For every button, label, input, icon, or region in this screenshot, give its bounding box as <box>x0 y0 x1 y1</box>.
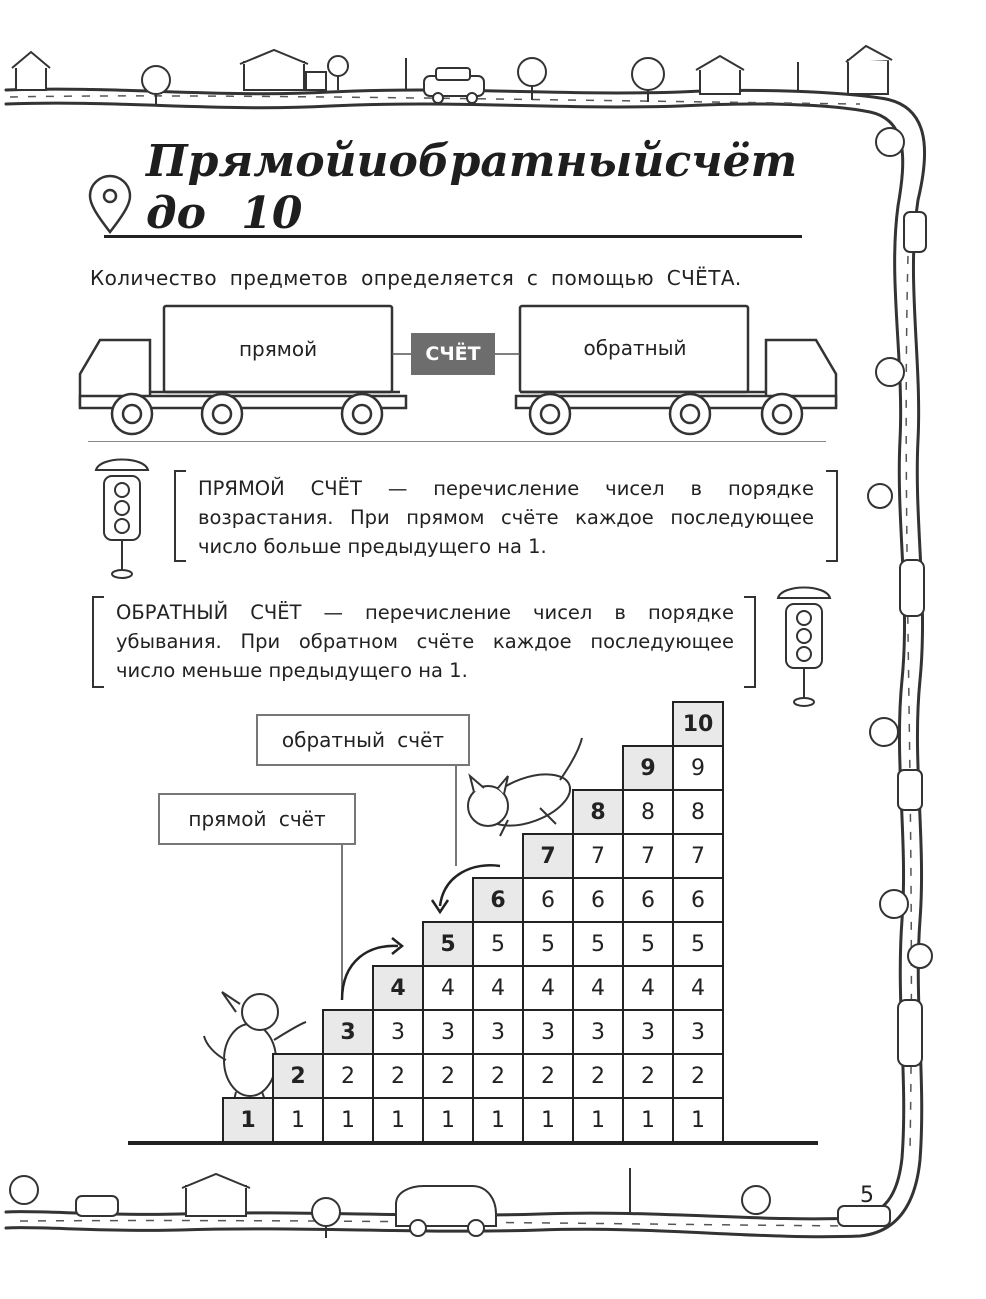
staircase-cell: 4 <box>672 965 724 1011</box>
staircase-cell: 3 <box>672 1009 724 1055</box>
staircase-cell: 2 <box>672 1053 724 1099</box>
staircase-cell: 2 <box>622 1053 674 1099</box>
staircase-cell: 6 <box>622 877 674 923</box>
staircase-cell: 2 <box>472 1053 524 1099</box>
page-number: 5 <box>860 1182 874 1208</box>
staircase-cell: 3 <box>522 1009 574 1055</box>
definition-reverse-count: ОБРАТНЫЙ СЧЁТ — перечисление чисел в пор… <box>116 601 734 682</box>
label-direct-count: прямой счёт <box>158 793 356 845</box>
staircase-cell: 6 <box>572 877 624 923</box>
staircase-cell: 6 <box>672 877 724 923</box>
ground-line <box>128 1141 818 1145</box>
staircase-step-cell: 10 <box>672 701 724 747</box>
staircase-cell: 5 <box>622 921 674 967</box>
staircase-cell: 2 <box>422 1053 474 1099</box>
bracket-left <box>92 596 104 688</box>
staircase-step-cell: 1 <box>222 1097 274 1143</box>
staircase-cell: 5 <box>472 921 524 967</box>
staircase-cell: 8 <box>622 789 674 835</box>
staircase-cell: 4 <box>422 965 474 1011</box>
title-word: обратный <box>388 136 665 187</box>
staircase-step-cell: 8 <box>572 789 624 835</box>
staircase-cell: 7 <box>572 833 624 879</box>
staircase-step-cell: 9 <box>622 745 674 791</box>
page-title-line-1: Прямой и обратный счёт <box>146 136 797 187</box>
staircase-cell: 3 <box>372 1009 424 1055</box>
staircase-cell: 4 <box>572 965 624 1011</box>
staircase-cell: 3 <box>572 1009 624 1055</box>
staircase-step-cell: 2 <box>272 1053 324 1099</box>
staircase-cell: 1 <box>672 1097 724 1143</box>
staircase-cell: 1 <box>422 1097 474 1143</box>
staircase-cell: 5 <box>572 921 624 967</box>
staircase-cell: 9 <box>672 745 724 791</box>
staircase-cell: 3 <box>422 1009 474 1055</box>
staircase-cell: 2 <box>322 1053 374 1099</box>
truck-label-reverse: обратный <box>583 336 687 360</box>
intro-sentence: Количество предметов определяется с помо… <box>90 266 742 290</box>
staircase-cell: 1 <box>322 1097 374 1143</box>
title-underline <box>104 235 802 238</box>
staircase-cell: 5 <box>672 921 724 967</box>
truck-label-direct: прямой <box>238 337 318 361</box>
title-word: Прямой <box>146 136 357 187</box>
staircase-step-cell: 5 <box>422 921 474 967</box>
staircase-cell: 1 <box>572 1097 624 1143</box>
staircase-cell: 3 <box>622 1009 674 1055</box>
staircase-cell: 7 <box>622 833 674 879</box>
staircase-step-cell: 3 <box>322 1009 374 1055</box>
staircase-cell: 3 <box>472 1009 524 1055</box>
staircase-cell: 4 <box>522 965 574 1011</box>
section-divider <box>88 441 826 442</box>
staircase-cell: 6 <box>522 877 574 923</box>
staircase-cell: 1 <box>372 1097 424 1143</box>
bracket-right <box>744 596 756 688</box>
definition-direct-count: ПРЯМОЙ СЧЁТ — перечисление чисел в поряд… <box>198 477 814 558</box>
count-badge: СЧЁТ <box>411 333 495 375</box>
staircase-cell: 1 <box>622 1097 674 1143</box>
page-title-line-2: до 10 <box>146 188 303 239</box>
staircase-step-cell: 6 <box>472 877 524 923</box>
staircase-cell: 2 <box>522 1053 574 1099</box>
staircase-cell: 2 <box>572 1053 624 1099</box>
label-reverse-count: обратный счёт <box>256 714 470 766</box>
bracket-right <box>826 470 838 562</box>
staircase-cell: 2 <box>372 1053 424 1099</box>
title-word: счёт <box>664 136 798 187</box>
staircase-step-cell: 7 <box>522 833 574 879</box>
staircase-cell: 5 <box>522 921 574 967</box>
staircase-cell: 4 <box>622 965 674 1011</box>
staircase-cell: 7 <box>672 833 724 879</box>
staircase-step-cell: 4 <box>372 965 424 1011</box>
staircase-cell: 1 <box>472 1097 524 1143</box>
staircase-cell: 8 <box>672 789 724 835</box>
title-word: и <box>356 136 389 187</box>
staircase-cell: 1 <box>522 1097 574 1143</box>
staircase-cell: 1 <box>272 1097 324 1143</box>
bracket-left <box>174 470 186 562</box>
staircase-cell: 4 <box>472 965 524 1011</box>
